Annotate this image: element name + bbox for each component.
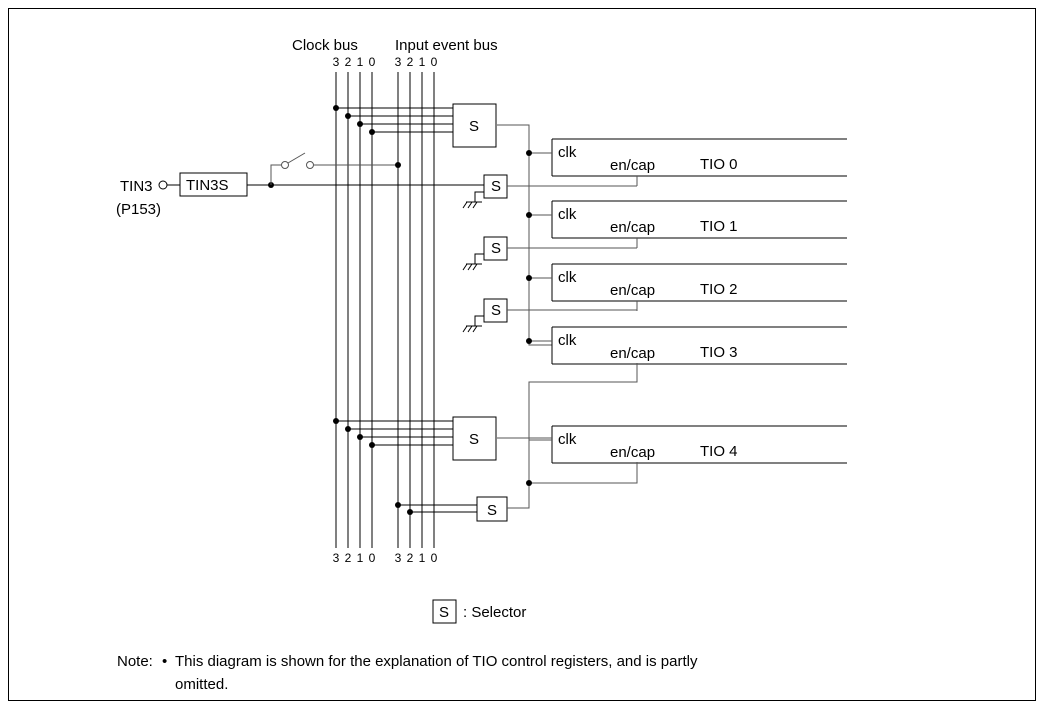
bus-bit-label: 2: [407, 551, 414, 565]
selector-label: S: [491, 178, 501, 195]
selector-label: S: [491, 240, 501, 257]
tio-en-cap-label: en/cap: [610, 282, 655, 299]
ground-wire: [474, 191, 484, 202]
bus-bit-label: 0: [369, 551, 376, 565]
tio-clk-label: clk: [558, 431, 577, 448]
tio-clk-label: clk: [558, 269, 577, 286]
tin3-pin-circle: [158, 180, 168, 190]
bus-bit-label: 0: [369, 55, 376, 69]
diagram-frame: [8, 8, 1036, 701]
ground-hatch: [472, 325, 478, 333]
tio-name: TIO 2: [700, 281, 738, 298]
input-event-bus-label: Input event bus: [395, 37, 498, 54]
selector-label: S: [491, 302, 501, 319]
legend-selector-text: : Selector: [463, 604, 526, 621]
tio-en-cap-label: en/cap: [610, 345, 655, 362]
clock-tap-junction: [369, 129, 375, 135]
ground-hatch: [467, 201, 473, 209]
event-tap-junction: [407, 509, 413, 515]
clock-selector-bottom: [452, 416, 497, 461]
tio-name: TIO 4: [700, 443, 738, 460]
tio-name: TIO 3: [700, 344, 738, 361]
note-prefix: Note:: [117, 653, 153, 670]
ground-hatch: [467, 325, 473, 333]
ground-hatch: [462, 263, 468, 271]
bus-bit-label: 3: [333, 551, 340, 565]
p153-port-label: (P153): [116, 201, 161, 218]
tio-name: TIO 0: [700, 156, 738, 173]
tio-clk-junction: [526, 150, 532, 156]
ground-wire: [474, 253, 484, 264]
bus-bit-label: 0: [431, 55, 438, 69]
bus-bit-label: 1: [419, 55, 426, 69]
ground-hatch: [467, 263, 473, 271]
event-selector-bottom: [476, 496, 508, 522]
note-bullet: •: [162, 653, 167, 670]
tio-clk-junction: [526, 275, 532, 281]
switch-bus-junction: [395, 162, 401, 168]
clock-tap-junction: [357, 121, 363, 127]
tio-clk-junction: [526, 212, 532, 218]
legend-selector-box: [432, 599, 457, 624]
ground-wire: [474, 315, 484, 326]
clock-tap-junction: [333, 418, 339, 424]
bus-bit-label: 3: [395, 55, 402, 69]
ground-hatch: [462, 201, 468, 209]
selector-label: S: [469, 431, 479, 448]
bus-bit-label: 2: [345, 55, 352, 69]
selector-label: S: [469, 118, 479, 135]
switch-terminal-left: [281, 161, 289, 169]
tio4-en-cap-link: [529, 462, 638, 484]
tio-en-cap-label: en/cap: [610, 444, 655, 461]
bus-bit-label: 3: [333, 55, 340, 69]
legend-selector-symbol: S: [439, 604, 449, 621]
clock-bus-label: Clock bus: [292, 37, 358, 54]
bus-lines: [335, 72, 435, 548]
tio-clk-junction: [526, 338, 532, 344]
clock-tap-junction: [369, 442, 375, 448]
bus-bit-label: 3: [395, 551, 402, 565]
bus-bit-label: 2: [345, 551, 352, 565]
tio3-en-cap-link: [528, 363, 638, 438]
bus-bit-label: 0: [431, 551, 438, 565]
ground-hatch: [472, 201, 478, 209]
clock-dist-top: [497, 124, 552, 346]
ground-hatch: [462, 325, 468, 333]
ground-hatch: [472, 263, 478, 271]
tio-clk-label: clk: [558, 206, 577, 223]
bus-bit-label: 1: [357, 551, 364, 565]
event-selectors: S S S S: [395, 174, 637, 522]
clock-tap-junction: [333, 105, 339, 111]
bus-bit-label: 2: [407, 55, 414, 69]
clock-selector-top: [452, 103, 497, 148]
clock-selectors: SS: [333, 103, 497, 461]
event-tap-junction: [395, 502, 401, 508]
tin3-pin-label: TIN3: [120, 178, 153, 195]
clock-tap-junction: [357, 434, 363, 440]
bus-bit-label: 1: [419, 551, 426, 565]
switch-terminal-right: [306, 161, 314, 169]
switch-wire-left: [270, 164, 281, 185]
tio-clk-label: clk: [558, 144, 577, 161]
switch-blade: [287, 152, 306, 164]
tio-en-cap-label: en/cap: [610, 157, 655, 174]
clock-tap-junction: [345, 426, 351, 432]
tin3s-filter-label: TIN3S: [186, 177, 229, 194]
selector-label: S: [487, 502, 497, 519]
clock-tap-junction: [345, 113, 351, 119]
tio-name: TIO 1: [700, 218, 738, 235]
note-line-1: This diagram is shown for the explanatio…: [175, 653, 698, 670]
tio4-clock-junction: [526, 480, 532, 486]
bus-bit-label: 1: [357, 55, 364, 69]
tio-clk-label: clk: [558, 332, 577, 349]
note-line-2: omitted.: [175, 676, 228, 693]
tio-en-cap-label: en/cap: [610, 219, 655, 236]
